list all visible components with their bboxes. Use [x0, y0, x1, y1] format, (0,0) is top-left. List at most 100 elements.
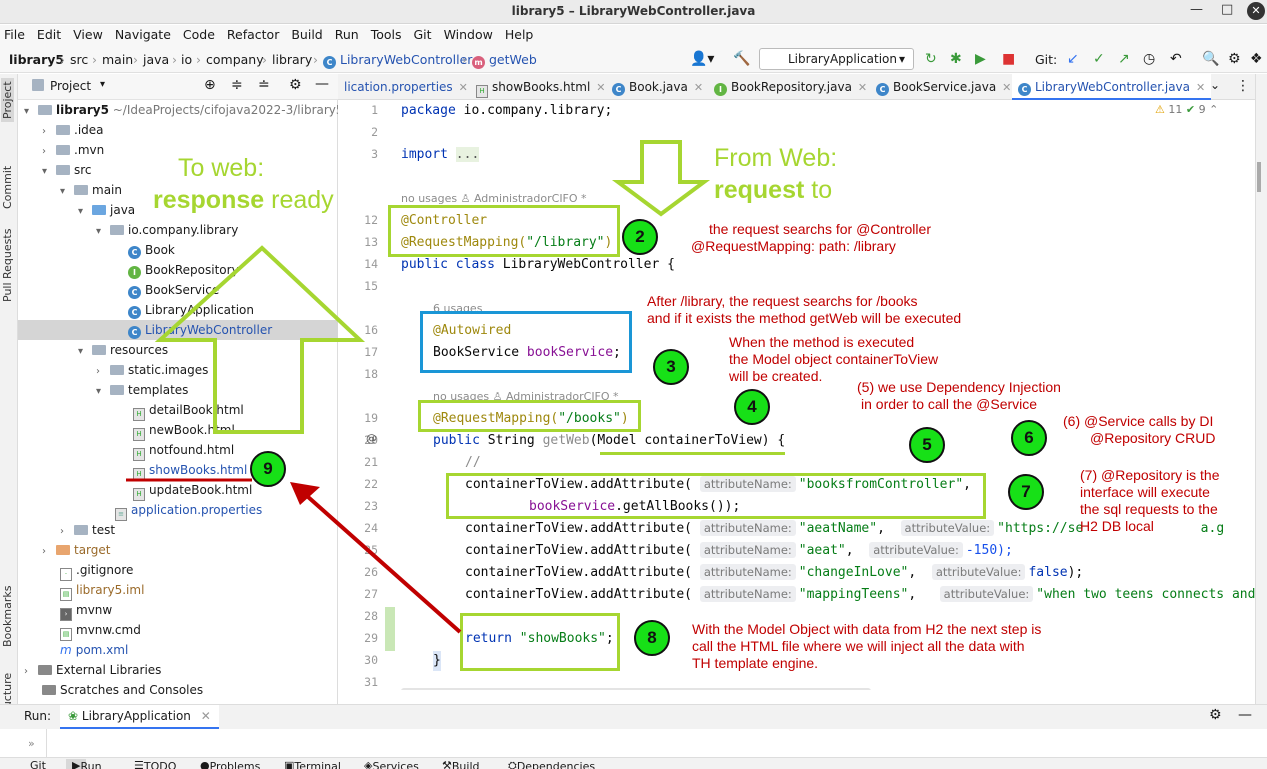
- horizontal-scrollbar[interactable]: [401, 688, 871, 690]
- project-view-selector[interactable]: Project: [50, 79, 92, 93]
- breadcrumb-company[interactable]: company: [206, 52, 264, 67]
- breadcrumb-io[interactable]: io: [181, 52, 193, 67]
- settings-icon[interactable]: ⚙: [1228, 51, 1241, 67]
- usage-hint[interactable]: no usages ♙ AdministradorCIFO *: [401, 192, 587, 205]
- chevron-down-icon[interactable]: ▾: [100, 79, 106, 90]
- stop-icon[interactable]: ■: [1002, 51, 1016, 67]
- tool-button-problems[interactable]: ● Problems: [200, 759, 261, 769]
- tool-button-services[interactable]: ◈ Services: [364, 759, 419, 769]
- breadcrumb-src[interactable]: src: [70, 52, 89, 67]
- debug-icon[interactable]: ✱: [950, 51, 962, 67]
- tree-node-root[interactable]: ▾library5 ~/IdeaProjects/cifojava2022-3/…: [24, 103, 344, 117]
- collapse-all-icon[interactable]: ≐: [258, 77, 270, 93]
- tree-node[interactable]: ›mvnw: [60, 600, 112, 621]
- locate-icon[interactable]: ⊕: [204, 77, 216, 93]
- inspection-widget[interactable]: ⚠ 11 ✔ 9 ⌃: [1155, 103, 1219, 116]
- run-configuration-select[interactable]: LibraryApplication ▾: [759, 48, 914, 70]
- usage-hint[interactable]: no usages ♙ AdministradorCIFO *: [433, 390, 619, 403]
- web-endpoint-icon[interactable]: @: [366, 432, 377, 445]
- menu-edit[interactable]: Edit: [36, 27, 62, 42]
- tree-node[interactable]: ▾main: [60, 183, 122, 197]
- tree-node[interactable]: ▾java: [78, 203, 136, 217]
- tool-button-build[interactable]: ⚒ Build: [442, 759, 480, 769]
- close-icon[interactable]: ✕: [1247, 2, 1265, 20]
- expand-icon[interactable]: »: [28, 737, 35, 750]
- tool-button-dependencies[interactable]: ⛭ Dependencies: [508, 759, 596, 769]
- tool-button-terminal[interactable]: ▣ Terminal: [284, 759, 341, 769]
- tree-node[interactable]: ›target: [42, 543, 111, 557]
- menu-run[interactable]: Run: [334, 27, 359, 42]
- breadcrumb-main[interactable]: main: [102, 52, 134, 67]
- menu-view[interactable]: View: [73, 27, 103, 42]
- run-console[interactable]: »: [0, 729, 1267, 757]
- tree-node[interactable]: ▾templates: [96, 383, 189, 397]
- menu-git[interactable]: Git: [413, 27, 432, 42]
- breadcrumb-project[interactable]: library5: [9, 52, 65, 67]
- tool-tab-notifications[interactable]: [1257, 162, 1261, 192]
- tab-application-properties[interactable]: lication.properties✕: [344, 80, 468, 94]
- tree-node[interactable]: ▾resources: [78, 343, 169, 357]
- hide-icon[interactable]: —: [315, 76, 329, 92]
- tree-node[interactable]: ≡application.properties: [115, 500, 262, 521]
- tree-node[interactable]: ›External Libraries: [24, 663, 162, 677]
- menu-build[interactable]: Build: [291, 27, 323, 42]
- breadcrumb-library[interactable]: library: [272, 52, 313, 67]
- rollback-icon[interactable]: ↶: [1170, 51, 1182, 67]
- rerun-icon[interactable]: ↻: [925, 51, 937, 67]
- run-tab[interactable]: ❀ LibraryApplication ✕: [60, 705, 219, 729]
- tool-button-git[interactable]: Git: [30, 759, 46, 769]
- git-commit-icon[interactable]: ✓: [1093, 51, 1105, 67]
- tree-node[interactable]: ▤library5.iml: [60, 580, 144, 601]
- expand-all-icon[interactable]: ≑: [231, 77, 243, 93]
- user-icon[interactable]: 👤▾: [690, 51, 715, 67]
- plugin-icon[interactable]: ❖: [1250, 51, 1263, 67]
- tree-node[interactable]: ▾io.company.library: [96, 223, 239, 237]
- gear-icon[interactable]: ⚙: [289, 77, 302, 93]
- code-editor[interactable]: ⚠ 11 ✔ 9 ⌃ package io.company.library; i…: [398, 100, 1255, 690]
- tree-node[interactable]: ›.idea: [42, 123, 104, 137]
- git-update-icon[interactable]: ↙: [1067, 51, 1079, 67]
- menu-file[interactable]: File: [4, 27, 25, 42]
- search-icon[interactable]: 🔍: [1202, 51, 1220, 67]
- menu-code[interactable]: Code: [182, 27, 215, 42]
- tree-node[interactable]: Scratches and Consoles: [42, 680, 203, 700]
- breadcrumb-java[interactable]: java: [143, 52, 170, 67]
- maximize-icon[interactable]: □: [1221, 2, 1234, 17]
- chevron-down-icon[interactable]: ⌄: [1210, 78, 1221, 92]
- menu-help[interactable]: Help: [504, 27, 534, 42]
- tree-node[interactable]: ▤mvnw.cmd: [60, 620, 141, 641]
- tree-node[interactable]: ·.gitignore: [60, 560, 133, 581]
- menu-navigate[interactable]: Navigate: [114, 27, 171, 42]
- tree-node[interactable]: ›.mvn: [42, 143, 105, 157]
- menu-refactor[interactable]: Refactor: [226, 27, 280, 42]
- hammer-icon[interactable]: 🔨: [733, 51, 751, 67]
- minimize-icon[interactable]: —: [1190, 2, 1203, 17]
- tree-node[interactable]: ▾src: [42, 163, 92, 177]
- coverage-icon[interactable]: ▶: [975, 51, 986, 67]
- tool-button-run[interactable]: ▶ Run: [66, 759, 102, 769]
- tool-button-todo[interactable]: ☰ TODO: [134, 759, 177, 769]
- menu-tools[interactable]: Tools: [370, 27, 402, 42]
- more-icon[interactable]: ⋮: [1236, 78, 1250, 94]
- hide-icon[interactable]: —: [1238, 707, 1252, 723]
- git-push-icon[interactable]: ↗: [1118, 51, 1130, 67]
- gear-icon[interactable]: ⚙: [1209, 707, 1222, 723]
- tree-node[interactable]: ›test: [60, 523, 116, 537]
- menu-window[interactable]: Window: [443, 27, 493, 42]
